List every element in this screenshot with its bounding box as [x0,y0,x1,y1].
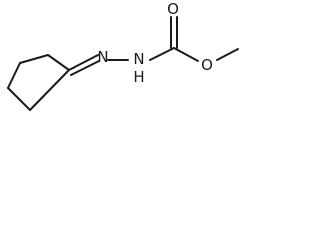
atom-h: H [133,68,144,86]
ring-bond-1 [47,54,70,71]
atom-n-amide: N [133,50,144,68]
ring-bond-2 [19,54,49,64]
structure-diagram: N N H O O [7,0,239,111]
bond-nh-c [149,47,175,61]
atom-n-imine: N [97,48,108,66]
bond-c-o-ester [173,47,199,62]
atom-labels: N N H O O [97,0,213,86]
ring-bond-5 [29,69,70,111]
bond-o-methyl [216,48,239,61]
double-bond-c-n-inner [70,60,100,76]
ring-bond-4 [7,87,31,111]
ring-bond-3 [7,62,21,89]
atom-o-carbonyl: O [167,0,179,18]
hydrazone-chain [68,16,239,76]
cyclopentane-ring [7,54,70,111]
atom-o-ester: O [201,56,213,74]
double-bond-c-n-outer [68,54,99,71]
